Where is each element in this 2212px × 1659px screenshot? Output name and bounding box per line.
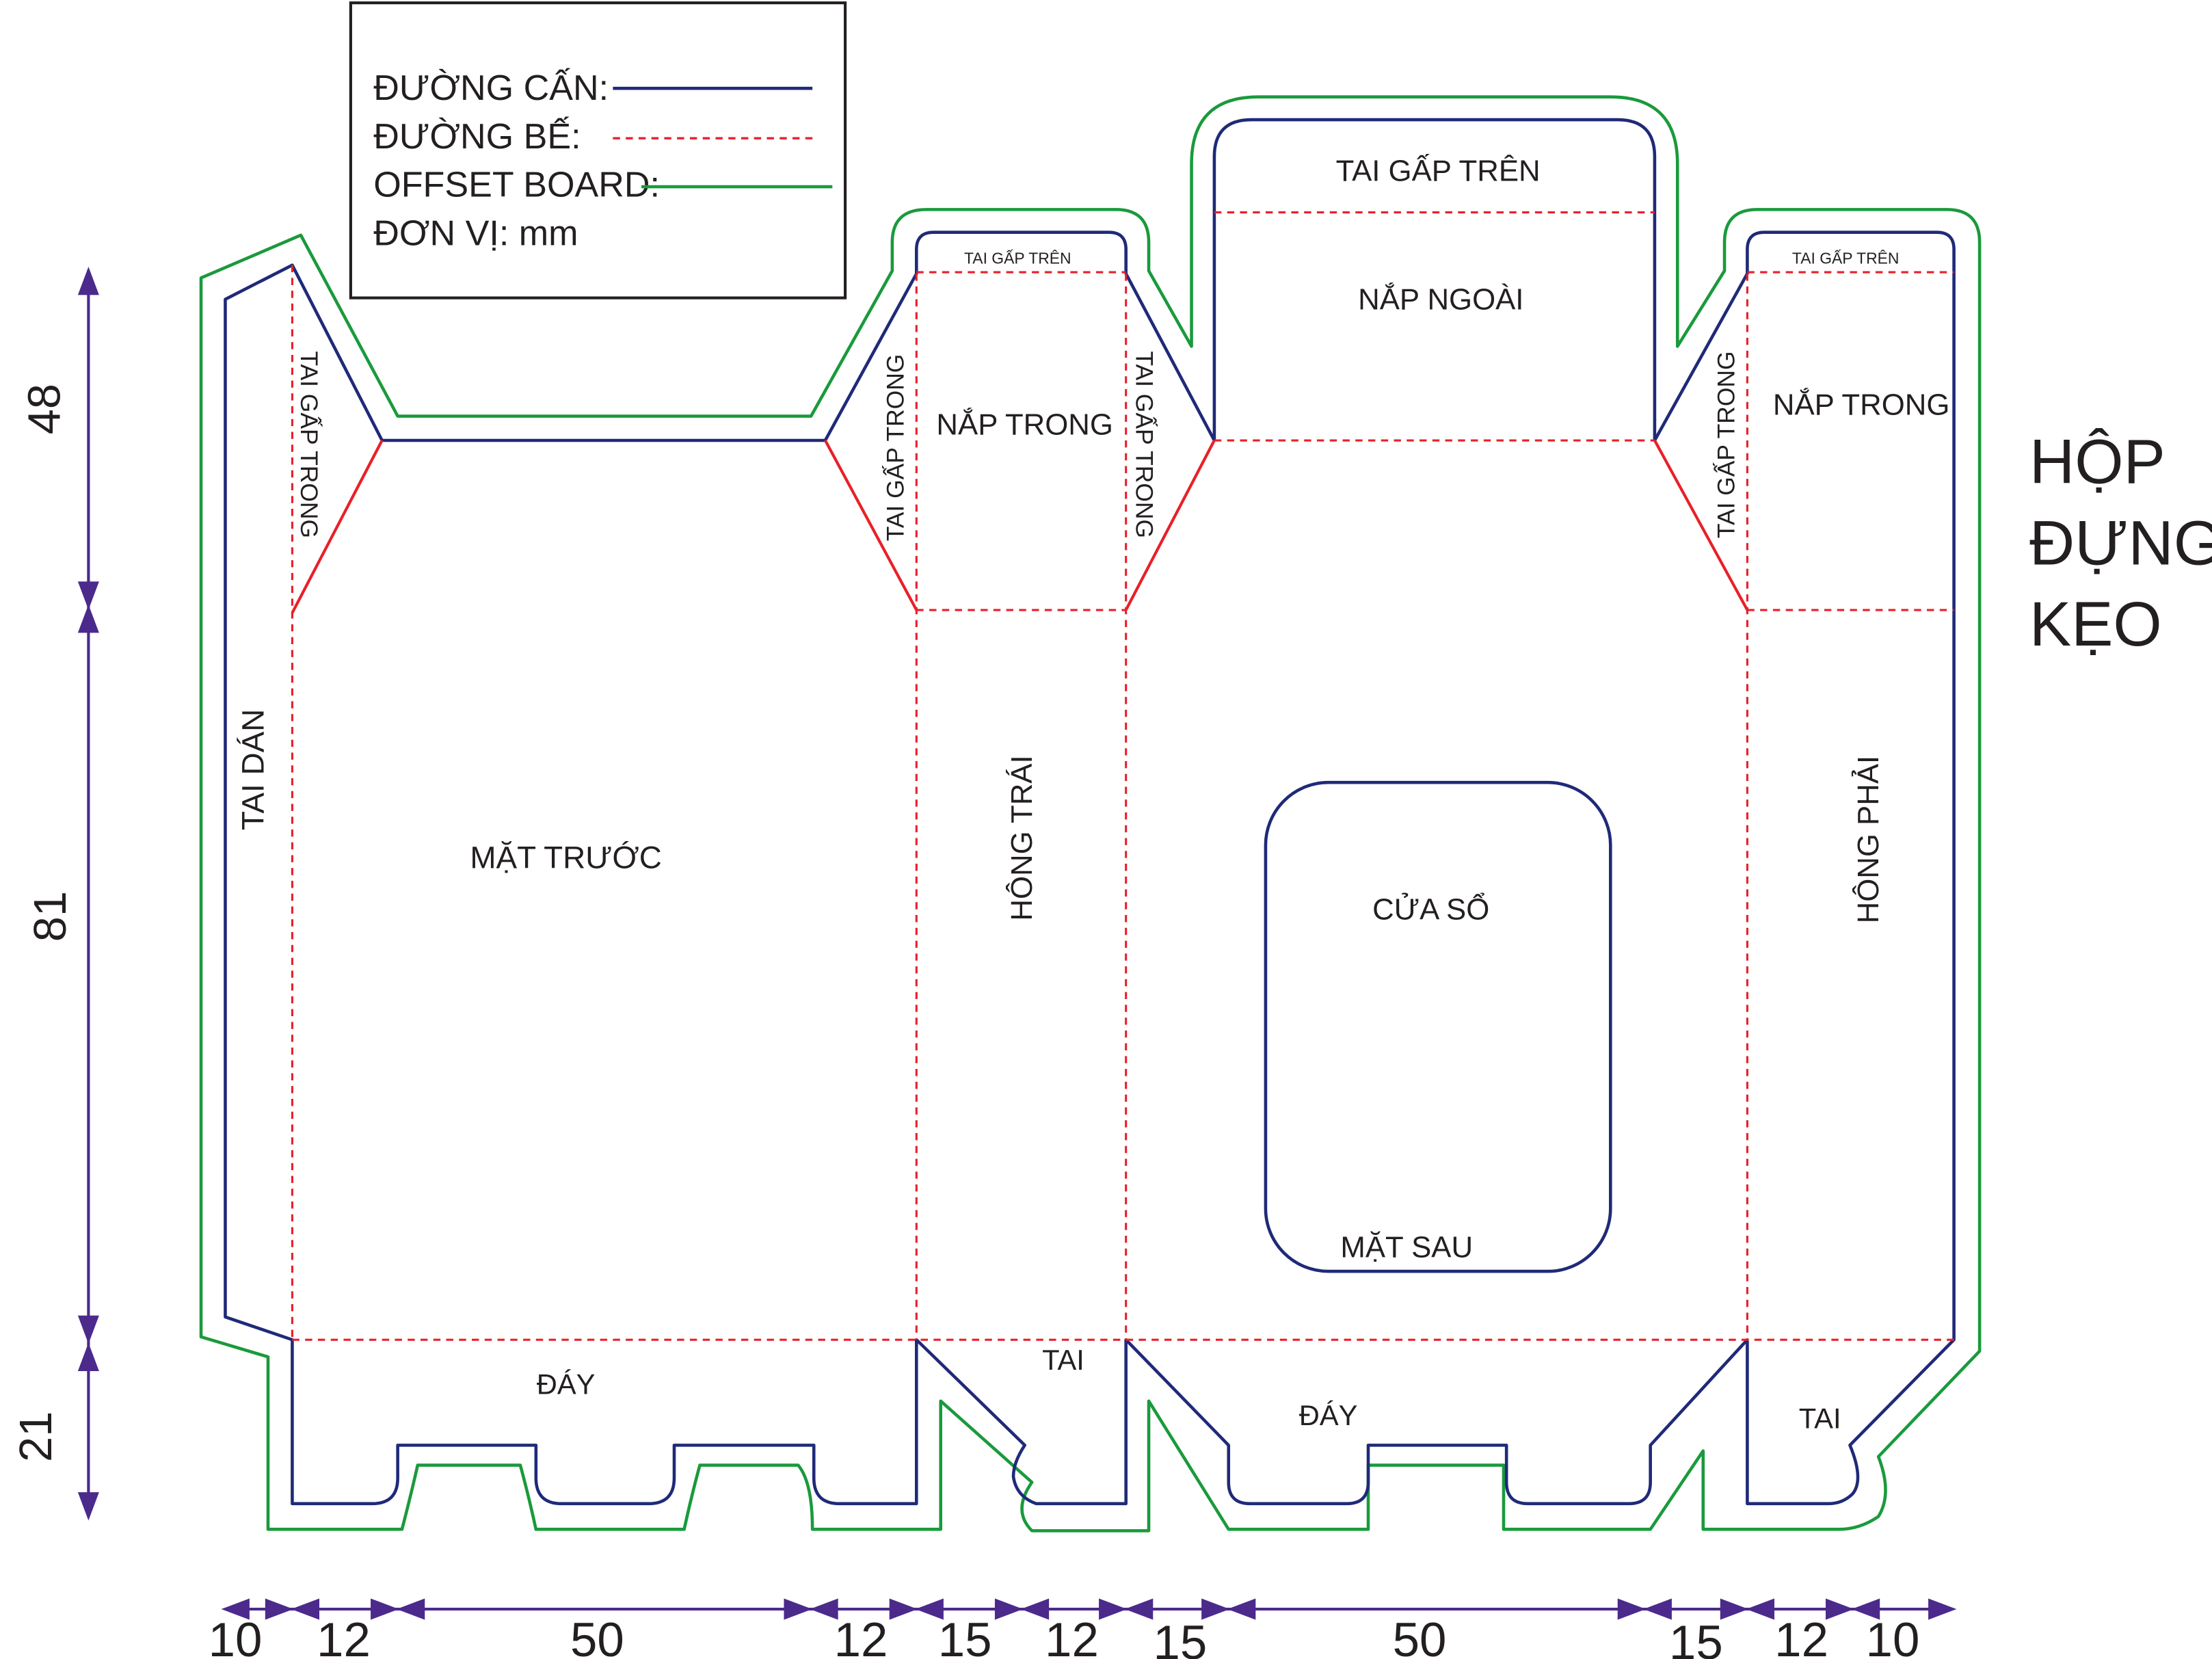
dim-h-1: 10 [209,1613,263,1659]
label-glue-flap: TAI DÁN [235,709,271,830]
legend-unit-label: ĐƠN VỊ: mm [373,213,578,253]
label-inner-lid-1: NẮP TRONG [936,408,1113,442]
label-top-fold-flap-outer: TAI GẤP TRÊN [1336,154,1541,188]
label-inner-fold-flap-4: TAI GẤP TRONG [1713,351,1740,538]
label-top-fold-flap-2: TAI GẤP TRÊN [1792,250,1900,267]
dim-h-3: 50 [570,1613,624,1659]
horizontal-dimensions [221,1598,1957,1620]
flap-cut-edges [291,440,1749,614]
horizontal-dimension-labels: 10 12 50 12 15 12 15 50 15 12 10 [209,1613,1920,1659]
dim-h-5: 15 [938,1613,992,1659]
legend-crease-label: ĐƯỜNG BẾ: [373,116,581,157]
dim-h-10: 12 [1774,1613,1828,1659]
dim-h-2: 12 [317,1613,371,1659]
label-inner-fold-flap-2: TAI GẤP TRONG [882,354,909,542]
title-line-1: HỘP [2029,427,2166,497]
vertical-dimensions [77,267,99,1521]
label-window: CỬA SỔ [1372,891,1489,926]
crease-lines [291,211,1954,1341]
label-flap-1: TAI [1042,1344,1084,1376]
label-flap-2: TAI [1799,1402,1841,1434]
dim-v-81: 81 [25,891,76,942]
product-title: HỘP ĐỰNG KẸO [2029,427,2212,660]
dim-h-11: 10 [1866,1613,1920,1659]
label-inner-fold-flap-1: TAI GẤP TRONG [295,351,323,538]
label-front-face: MẶT TRƯỚC [470,839,662,875]
window-cutout [1264,780,1612,1273]
label-bottom-back: ĐÁY [1299,1399,1358,1431]
legend: ĐƯỜNG CẤN: ĐƯỜNG BẾ: OFFSET BOARD: ĐƠN V… [349,1,847,300]
cut-line-outline [224,118,1956,1506]
dim-v-21: 21 [11,1411,62,1462]
title-line-2: ĐỰNG [2029,508,2212,578]
dim-h-8: 50 [1393,1613,1447,1659]
label-back-face: MẶT SAU [1340,1230,1473,1264]
panel-labels: TAI DÁN TAI GẤP TRONG MẶT TRƯỚC ĐÁY TAI … [235,154,1950,1435]
dim-v-48: 48 [20,384,70,434]
legend-offset-label: OFFSET BOARD: [373,165,660,205]
label-inner-lid-2: NẮP TRONG [1773,388,1950,422]
label-left-side: HÔNG TRÁI [1004,755,1039,920]
dim-h-6: 12 [1045,1613,1099,1659]
legend-cut-label: ĐƯỜNG CẤN: [373,68,609,108]
label-bottom-front: ĐÁY [537,1368,596,1400]
dim-h-4: 12 [834,1613,888,1659]
vertical-dimension-labels: 48 81 21 [11,384,76,1462]
label-right-side: HÔNG PHẢI [1851,756,1885,924]
dim-h-7: 15 [1153,1616,1207,1659]
dim-h-9: 15 [1669,1616,1723,1659]
title-line-3: KẸO [2029,589,2162,659]
label-inner-fold-flap-3: TAI GẤP TRONG [1130,351,1158,538]
label-outer-lid: NẮP NGOÀI [1358,282,1523,316]
offset-board-outline [199,95,1982,1532]
legend-frame [349,1,847,300]
label-top-fold-flap-1: TAI GẤP TRÊN [964,250,1071,267]
